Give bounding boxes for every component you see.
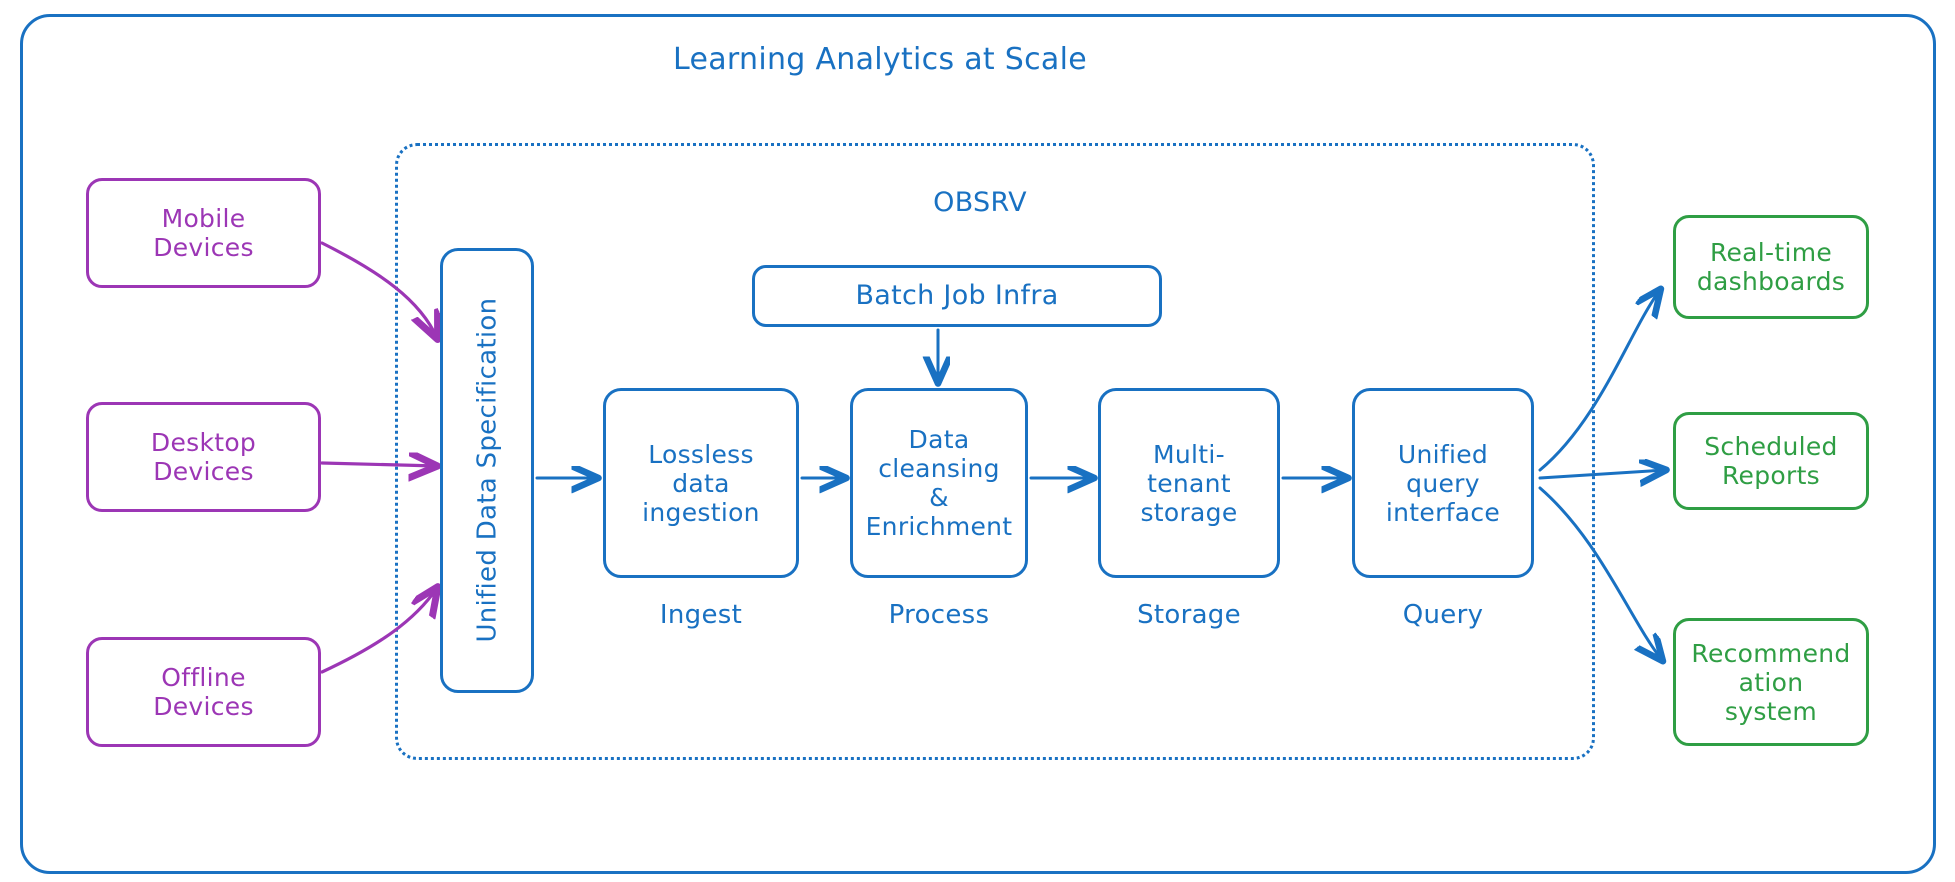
output-label-line1: Real-time — [1709, 238, 1833, 267]
pipeline-box-storage[interactable]: Multi- tenant storage — [1098, 388, 1280, 578]
source-label-line1: Desktop — [150, 428, 257, 457]
pipeline-box-line1: Multi- — [1153, 439, 1225, 469]
source-label-line1: Offline — [161, 663, 246, 692]
output-label-line1: Recommend — [1691, 638, 1851, 668]
source-label-line2: Devices — [153, 692, 254, 721]
unified-data-specification-label: Unified Data Specification — [471, 298, 502, 643]
source-label-line2: Devices — [153, 457, 254, 486]
output-box-scheduled-reports[interactable]: Scheduled Reports — [1673, 412, 1869, 510]
page-title: Learning Analytics at Scale — [672, 41, 1088, 77]
pipeline-box-line2: tenant — [1147, 468, 1231, 498]
output-box-recommendation-system[interactable]: Recommend ation system — [1673, 618, 1869, 746]
pipeline-box-line3: & — [929, 483, 949, 512]
output-box-real-time-dashboards[interactable]: Real-time dashboards — [1673, 215, 1869, 319]
obsrv-label: OBSRV — [933, 187, 1027, 219]
stage-label-query: Query — [1402, 600, 1484, 630]
pipeline-box-process[interactable]: Data cleansing & Enrichment — [850, 388, 1028, 578]
output-label-line1: Scheduled — [1704, 432, 1838, 461]
pipeline-box-line3: interface — [1385, 497, 1501, 527]
batch-job-infra-box[interactable]: Batch Job Infra — [752, 265, 1162, 327]
pipeline-box-line2: cleansing — [878, 454, 1000, 483]
pipeline-box-line1: Data — [908, 425, 970, 454]
pipeline-box-line1: Unified — [1397, 439, 1489, 469]
pipeline-box-query[interactable]: Unified query interface — [1352, 388, 1534, 578]
source-box-desktop-devices[interactable]: Desktop Devices — [86, 402, 321, 512]
stage-label-ingest: Ingest — [659, 600, 743, 630]
pipeline-box-line1: Lossless — [648, 439, 754, 469]
outer-frame — [20, 14, 1936, 874]
pipeline-box-line4: Enrichment — [865, 512, 1013, 541]
unified-data-specification-box[interactable]: Unified Data Specification — [440, 248, 534, 693]
pipeline-box-ingest[interactable]: Lossless data ingestion — [603, 388, 799, 578]
source-box-offline-devices[interactable]: Offline Devices — [86, 637, 321, 747]
output-label-line2: Reports — [1722, 461, 1820, 490]
output-label-line2: ation — [1738, 667, 1804, 697]
source-label-line2: Devices — [153, 233, 254, 262]
output-label-line2: dashboards — [1696, 267, 1846, 296]
output-label-line3: system — [1724, 696, 1818, 726]
stage-label-storage: Storage — [1137, 600, 1241, 630]
source-label-line1: Mobile — [161, 204, 246, 233]
pipeline-box-line3: storage — [1140, 497, 1238, 527]
pipeline-box-line3: ingestion — [642, 497, 760, 527]
pipeline-box-line2: data — [672, 468, 730, 498]
batch-job-infra-label: Batch Job Infra — [855, 280, 1059, 312]
pipeline-box-line2: query — [1406, 468, 1480, 498]
source-box-mobile-devices[interactable]: Mobile Devices — [86, 178, 321, 288]
stage-label-process: Process — [888, 600, 990, 630]
